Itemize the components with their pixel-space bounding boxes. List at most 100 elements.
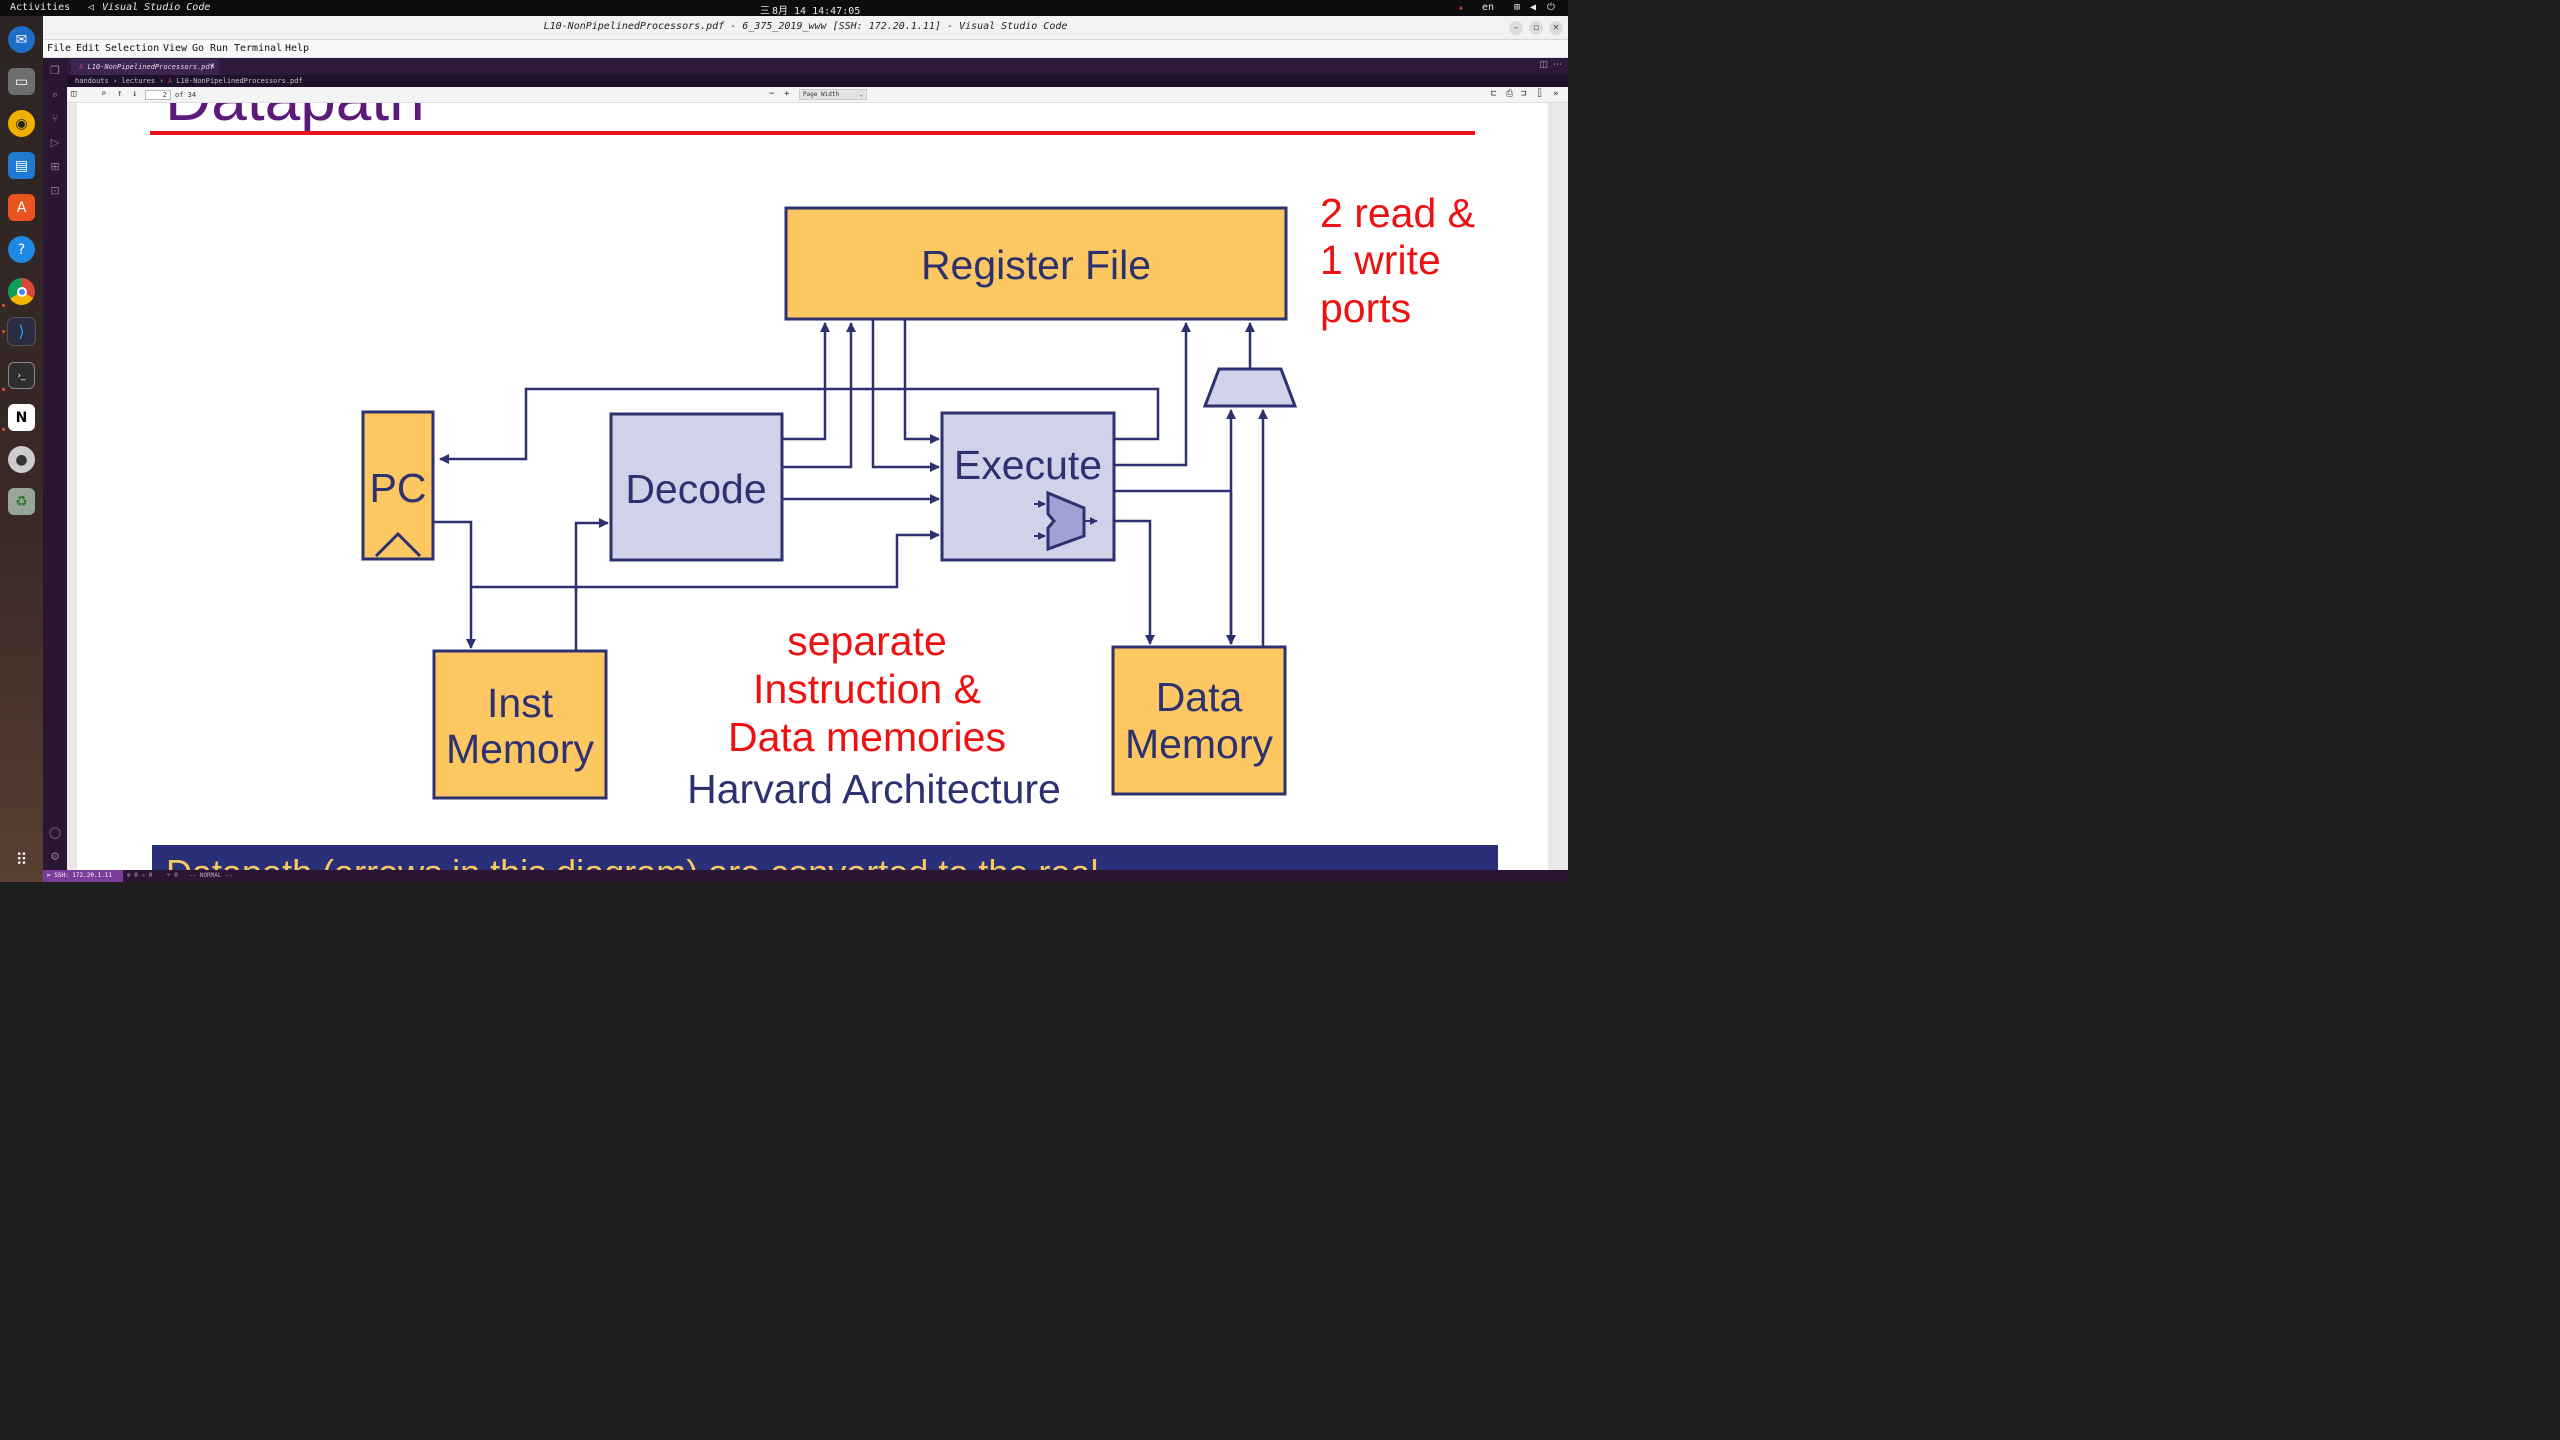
separate-annotation-3: Data memories (728, 714, 1006, 760)
menu-help[interactable]: Help (285, 43, 310, 54)
app-grid-icon[interactable]: ⠿ (15, 850, 28, 869)
inst-memory-block (432, 649, 608, 800)
page-number-input[interactable]: 2 (145, 90, 171, 100)
menu-edit[interactable]: Edit (76, 43, 101, 54)
writer-icon[interactable]: ▤ (8, 152, 35, 179)
dvd-icon[interactable]: ● (8, 446, 35, 473)
tab-pdf[interactable]: ⅄ L10-NonPipelinedProcessors.pdf × (71, 59, 219, 75)
terminal-icon[interactable]: ›_ (8, 362, 35, 389)
files-icon[interactable]: ▭ (8, 68, 35, 95)
language-indicator[interactable]: en (1482, 2, 1495, 13)
next-page-icon[interactable]: ↓ (132, 89, 138, 99)
extensions-icon[interactable]: ⊞ (50, 160, 60, 173)
calendar-icon: 三 (760, 6, 770, 17)
register-file-label: Register File (921, 242, 1151, 288)
problems-indicator[interactable]: ⊗ 0 ⚠ 0 (127, 872, 153, 879)
more-actions-icon[interactable]: ⋯ (1553, 60, 1562, 70)
remote-icon: ⊳ (47, 872, 55, 879)
inst-memory-label-2: Memory (446, 726, 595, 772)
chevron-down-icon: ⌄ (859, 91, 863, 98)
clock-triangle (374, 531, 422, 558)
chrome-icon[interactable] (8, 278, 35, 305)
recording-icon[interactable]: ▴ (1458, 2, 1465, 13)
menu-run[interactable]: Run (210, 43, 229, 54)
menu-go[interactable]: Go (192, 43, 205, 54)
editor-tab-bar: ⅄ L10-NonPipelinedProcessors.pdf × ◫ ⋯ (67, 58, 1568, 75)
sidebar-toggle-icon[interactable]: ◫ (71, 89, 77, 99)
activities-button[interactable]: Activities (10, 2, 71, 13)
explorer-icon[interactable]: ❐ (50, 64, 60, 77)
open-file-icon[interactable]: ⊏ (1491, 89, 1497, 99)
power-icon[interactable]: ⏻ (1547, 2, 1555, 13)
account-icon[interactable]: ◯ (48, 826, 62, 839)
breadcrumb-handouts[interactable]: handouts (75, 77, 109, 85)
settings-gear-icon[interactable]: ⚙ (50, 850, 60, 863)
page-count: of 34 (175, 91, 197, 99)
writeback-mux (1202, 367, 1298, 408)
minimize-button[interactable]: – (1509, 21, 1523, 35)
volume-icon[interactable]: ◀ (1530, 2, 1537, 13)
rhythmbox-icon[interactable]: ◉ (8, 110, 35, 137)
zoom-out-button[interactable]: − (769, 89, 775, 99)
menu-terminal[interactable]: Terminal (234, 43, 283, 54)
menu-view[interactable]: View (163, 43, 188, 54)
remote-indicator[interactable]: ⊳ SSH: 172.20.1.11 (43, 870, 123, 882)
prev-page-icon[interactable]: ↑ (117, 89, 123, 99)
trash-icon[interactable]: ♻ (8, 488, 35, 515)
menu-bar: File Edit Selection View Go Run Terminal… (43, 40, 1568, 58)
data-memory-label-1: Data (1156, 674, 1243, 720)
find-icon[interactable]: ⌕ (101, 89, 107, 99)
run-debug-icon[interactable]: ▷ (50, 136, 60, 149)
vscode-icon[interactable]: ⟩ (7, 317, 36, 346)
data-memory-block (1111, 645, 1287, 796)
pdf-viewer[interactable]: Datapath (67, 103, 1568, 870)
breadcrumb-lectures[interactable]: lectures (121, 77, 156, 85)
pdf-file-icon: ⅄ (167, 77, 173, 85)
zoom-select-value: Page Width (803, 91, 840, 98)
decode-label: Decode (625, 466, 766, 512)
bookmark-icon[interactable]: ⌷ (1537, 89, 1543, 99)
save-icon[interactable]: ⊐ (1521, 89, 1527, 99)
activity-bar: ❐ ⌕ ⑂ ▷ ⊞ ⊡ ◯ ⚙ (43, 58, 67, 870)
tools-menu-icon[interactable]: » (1553, 89, 1559, 99)
active-app-name[interactable]: Visual Studio Code (102, 2, 211, 13)
chevron-right-icon: › (159, 77, 168, 85)
thunderbird-icon[interactable]: ✉ (8, 26, 35, 53)
vim-mode-indicator: -- NORMAL -- (189, 872, 233, 879)
title-underline (150, 131, 1475, 135)
network-icon[interactable]: ⊞ (1514, 2, 1521, 13)
clock[interactable]: 8月 14 14:47:05 (772, 6, 861, 17)
separate-annotation-1: separate (787, 618, 947, 664)
close-window-button[interactable]: × (1549, 21, 1563, 35)
dock: ✉ ▭ ◉ ▤ A ? ⟩ ›_ N ● ♻ ⠿ (0, 16, 43, 882)
breadcrumb-file[interactable]: L10-NonPipelinedProcessors.pdf (176, 77, 303, 85)
execute-label: Execute (954, 442, 1102, 488)
source-control-icon[interactable]: ⑂ (51, 112, 59, 125)
tab-close-icon[interactable]: × (209, 62, 215, 72)
slide-footer-banner: Datapath (arrows in this diagram) are co… (152, 845, 1498, 870)
pdf-toolbar: ◫ ⌕ ↑ ↓ 2 of 34 − + Page Width⌄ ⊏ ⎙ ⊐ ⌷ … (67, 87, 1568, 103)
register-file-block (784, 206, 1288, 321)
zoom-select[interactable]: Page Width ⌄ (799, 89, 867, 100)
notion-icon[interactable]: N (8, 404, 35, 431)
inst-memory-label-1: Inst (487, 680, 554, 726)
print-icon[interactable]: ⎙ (1506, 89, 1514, 99)
window-title: L10-NonPipelinedProcessors.pdf - 6_375_2… (543, 21, 1068, 32)
split-editor-icon[interactable]: ◫ (1539, 60, 1548, 70)
help-icon[interactable]: ? (8, 236, 35, 263)
pdf-page: Datapath (77, 103, 1548, 870)
remote-explorer-icon[interactable]: ⊡ (50, 184, 60, 197)
search-icon[interactable]: ⌕ (51, 88, 59, 101)
restore-button[interactable]: ▫ (1529, 21, 1543, 35)
software-center-icon[interactable]: A (8, 194, 35, 221)
menu-selection[interactable]: Selection (105, 43, 160, 54)
harvard-label: Harvard Architecture (687, 766, 1061, 812)
datapath-diagram: Register File PC Decode Execute Inst Mem… (361, 190, 1475, 812)
breadcrumb: handouts › lectures › ⅄ L10-NonPipelined… (67, 75, 1568, 87)
ports-indicator[interactable]: ⑂ 0 (167, 872, 178, 879)
remote-label: SSH: 172.20.1.11 (54, 872, 113, 879)
system-topbar: Activities ◁ Visual Studio Code 三 8月 14 … (0, 0, 1568, 17)
menu-file[interactable]: File (47, 43, 72, 54)
status-bar: ⊳ SSH: 172.20.1.11 ⊗ 0 ⚠ 0 ⑂ 0 -- NORMAL… (43, 870, 1568, 882)
zoom-in-button[interactable]: + (784, 89, 790, 99)
